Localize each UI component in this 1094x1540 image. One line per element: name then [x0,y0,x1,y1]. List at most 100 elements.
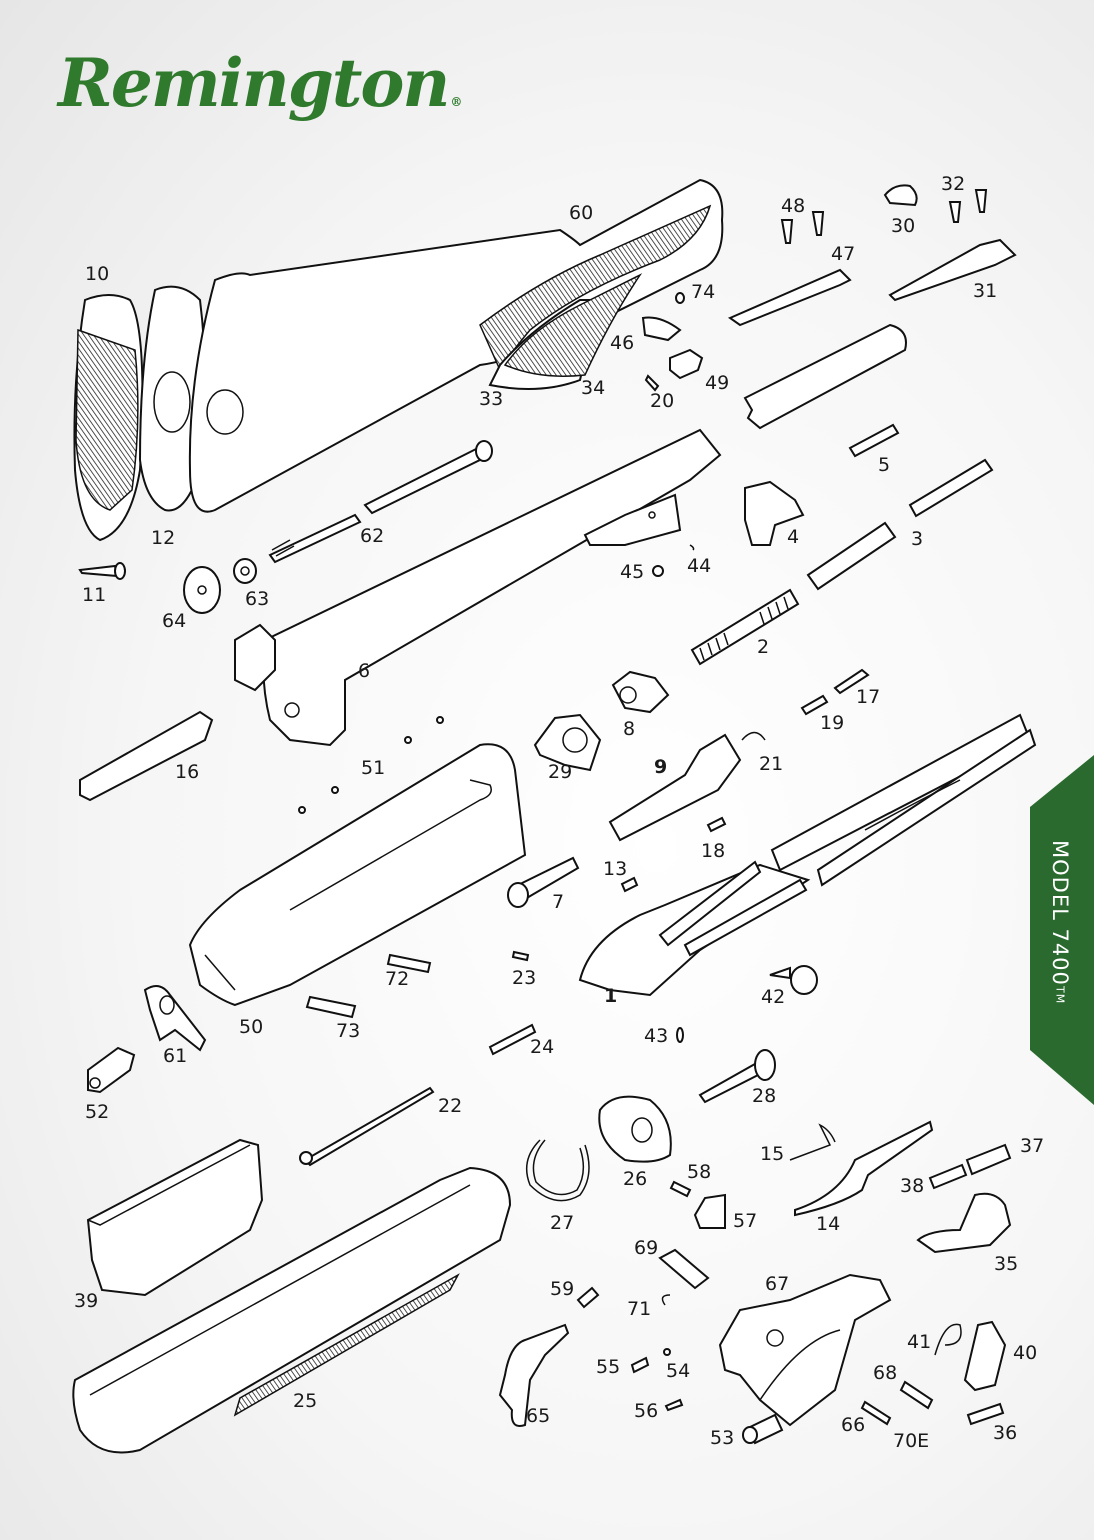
part-46-clip [641,316,682,342]
part-61-plate [143,985,207,1052]
part-55-spring [630,1356,650,1374]
part-1-carrier [578,860,811,997]
callout-part-52: 52 [85,1101,110,1123]
part-69-pin [658,1248,710,1290]
part-3-tube [806,521,897,591]
callout-part-14: 14 [816,1213,841,1235]
callout-part-23: 23 [512,967,537,989]
callout-part-31: 31 [973,280,998,302]
callout-part-54: 54 [666,1360,691,1382]
callout-part-64: 64 [162,610,187,632]
part-74-screw [675,292,685,304]
callout-part-33: 33 [479,388,504,410]
part-39-magazine [86,1138,264,1297]
callout-part-57: 57 [733,1210,758,1232]
part-54-ball [663,1348,671,1356]
part-7-screw [507,856,580,908]
part-22-firing-pin [299,1086,435,1167]
part-62-stock-bolt [268,440,493,564]
part-10-recoil-pad [73,294,144,542]
part-24-spring [488,1023,537,1056]
callout-part-42: 42 [761,986,786,1008]
part-51-screws [298,716,444,814]
callout-part-34: 34 [581,377,606,399]
model-banner [1030,755,1094,1105]
registered-mark: ® [450,95,463,109]
part-25-forend [72,1166,512,1454]
part-73-pin [305,995,357,1019]
part-44-pin [689,544,695,551]
callout-part-9: 9 [654,756,668,778]
part-67-trigger-plate [718,1273,892,1427]
part-31-rail [888,238,1017,302]
callout-part-40: 40 [1013,1342,1038,1364]
callout-part-5: 5 [878,454,891,476]
part-64-washer [183,566,221,614]
callout-part-72: 72 [385,968,410,990]
part-40-block [963,1320,1007,1392]
callout-part-32: 32 [941,173,966,195]
callout-part-74: 74 [691,281,716,303]
callout-part-12: 12 [151,527,176,549]
part-3-pin [908,458,994,518]
callout-part-16: 16 [175,761,200,783]
part-14-sear [794,1120,934,1217]
callout-part-66: 66 [841,1414,866,1436]
callout-part-22: 22 [438,1095,463,1117]
callout-part-70E: 70E [893,1430,930,1452]
part-18-pin [706,816,727,833]
part-15-spring [789,1123,836,1161]
callout-part-43: 43 [644,1025,669,1047]
callout-part-68: 68 [873,1362,898,1384]
callout-part-58: 58 [687,1161,712,1183]
part-47-rail [727,268,852,327]
callout-part-10: 10 [85,263,110,285]
part-63-lock-washer [233,558,257,584]
part-57-disconnector [693,1193,726,1229]
callout-part-27: 27 [550,1212,575,1234]
part-65-trigger [498,1323,570,1427]
callout-part-30: 30 [891,215,916,237]
callout-part-35: 35 [994,1253,1019,1275]
trademark-mark: TM [1053,985,1067,1005]
part-45-nut [652,565,664,577]
callout-part-53: 53 [710,1427,735,1449]
part-13-pin [620,876,639,893]
callout-part-48: 48 [781,195,806,217]
callout-part-13: 13 [603,858,628,880]
part-59-spring [576,1286,600,1309]
part-6-action-bar-assembly [234,428,722,747]
callout-part-51: 51 [361,757,386,779]
callout-part-15: 15 [760,1143,785,1165]
callout-part-41: 41 [907,1331,932,1353]
part-56-pin [664,1398,684,1412]
part-53-plug [742,1413,784,1445]
callout-part-55: 55 [596,1356,621,1378]
callout-part-18: 18 [701,840,726,862]
callout-part-46: 46 [610,332,635,354]
part-41-spring [934,1323,962,1356]
barrel-tube [743,323,907,430]
part-12-spacer [138,285,206,512]
callout-part-7: 7 [552,891,565,913]
part-19-spring [800,694,829,716]
callout-part-21: 21 [759,753,784,775]
callout-part-69: 69 [634,1237,659,1259]
callout-part-24: 24 [530,1036,555,1058]
callout-part-4: 4 [787,526,800,548]
part-72-pin [386,953,432,974]
callout-part-37: 37 [1020,1135,1045,1157]
callout-part-2: 2 [757,636,770,658]
callout-part-25: 25 [293,1390,318,1412]
part-48-screws [780,211,825,244]
part-8-nut [611,670,670,714]
callout-part-28: 28 [752,1085,777,1107]
callout-part-47: 47 [831,243,856,265]
part-68-pin [899,1380,934,1410]
part-28-screw [698,1049,776,1104]
callout-part-73: 73 [336,1020,361,1042]
part-9-bolt [608,733,742,842]
callout-part-49: 49 [705,372,730,394]
part-49-block [669,348,704,380]
